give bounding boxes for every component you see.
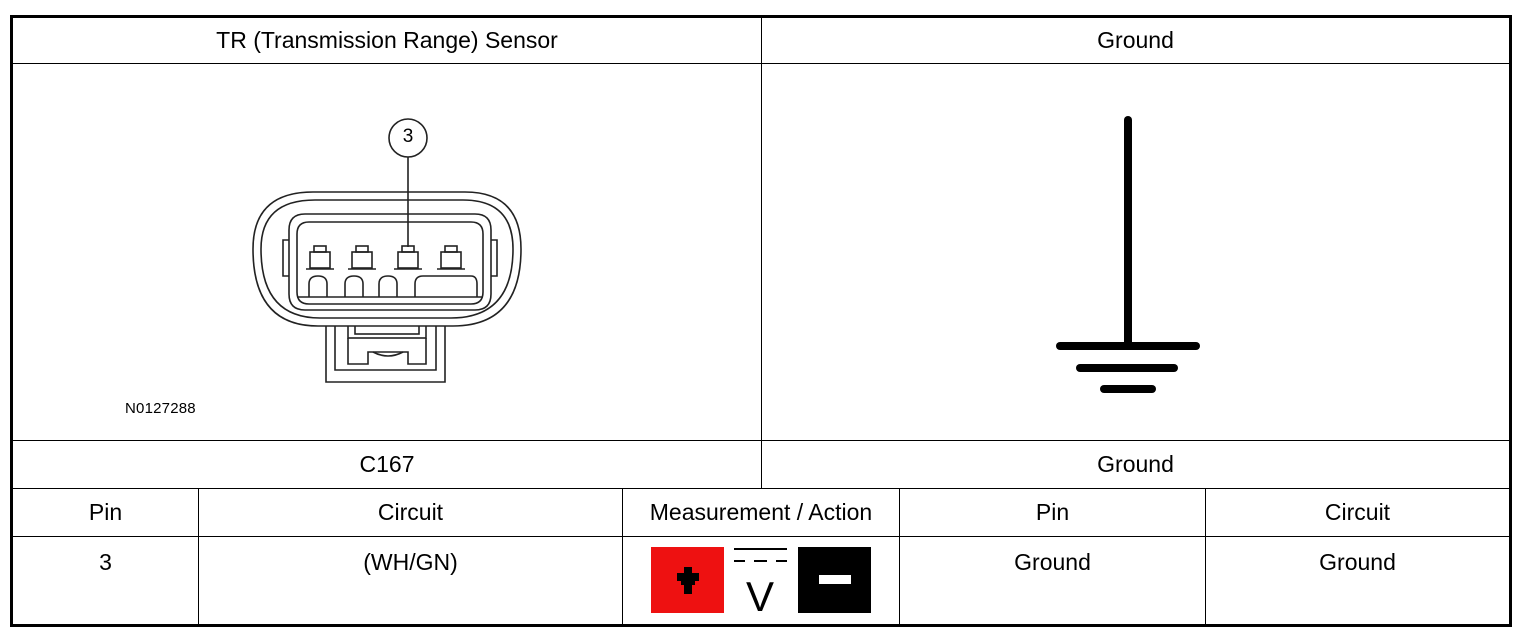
divider bbox=[899, 488, 900, 624]
connector-face-diagram: 3 N0127288 bbox=[13, 64, 761, 440]
circuit-value: (WH/GN) bbox=[363, 549, 458, 575]
divider bbox=[13, 488, 1509, 489]
column-header-pin: Pin bbox=[88, 499, 123, 525]
divider bbox=[1205, 488, 1206, 624]
pin-value: 3 bbox=[99, 549, 112, 575]
ground-title: Ground bbox=[1097, 27, 1174, 53]
connector-id: C167 bbox=[359, 451, 415, 477]
sensor-title: TR (Transmission Range) Sensor bbox=[216, 27, 558, 53]
divider bbox=[761, 18, 762, 488]
ground-label: Ground bbox=[1097, 451, 1174, 477]
ground-pin-value: Ground bbox=[1014, 549, 1091, 575]
pinout-table: TR (Transmission Range) Sensor Ground bbox=[10, 15, 1512, 627]
pin-callout-label: 3 bbox=[402, 126, 414, 147]
column-header-ground-pin: Pin bbox=[1035, 499, 1070, 525]
connector-icon bbox=[252, 118, 522, 383]
dc-voltmeter-icon: V bbox=[651, 547, 871, 620]
divider bbox=[622, 488, 623, 624]
measurement-cell: V bbox=[623, 537, 899, 624]
ground-circuit-value: Ground bbox=[1319, 549, 1396, 575]
divider bbox=[13, 536, 1509, 537]
column-header-ground-circuit: Circuit bbox=[1324, 499, 1391, 525]
column-header-circuit: Circuit bbox=[377, 499, 444, 525]
ground-symbol-icon bbox=[1056, 116, 1200, 393]
ground-symbol-diagram bbox=[762, 64, 1509, 440]
figure-reference-code: N0127288 bbox=[125, 400, 196, 417]
svg-text:V: V bbox=[746, 573, 774, 620]
column-header-measurement: Measurement / Action bbox=[649, 499, 873, 525]
divider bbox=[198, 488, 199, 624]
